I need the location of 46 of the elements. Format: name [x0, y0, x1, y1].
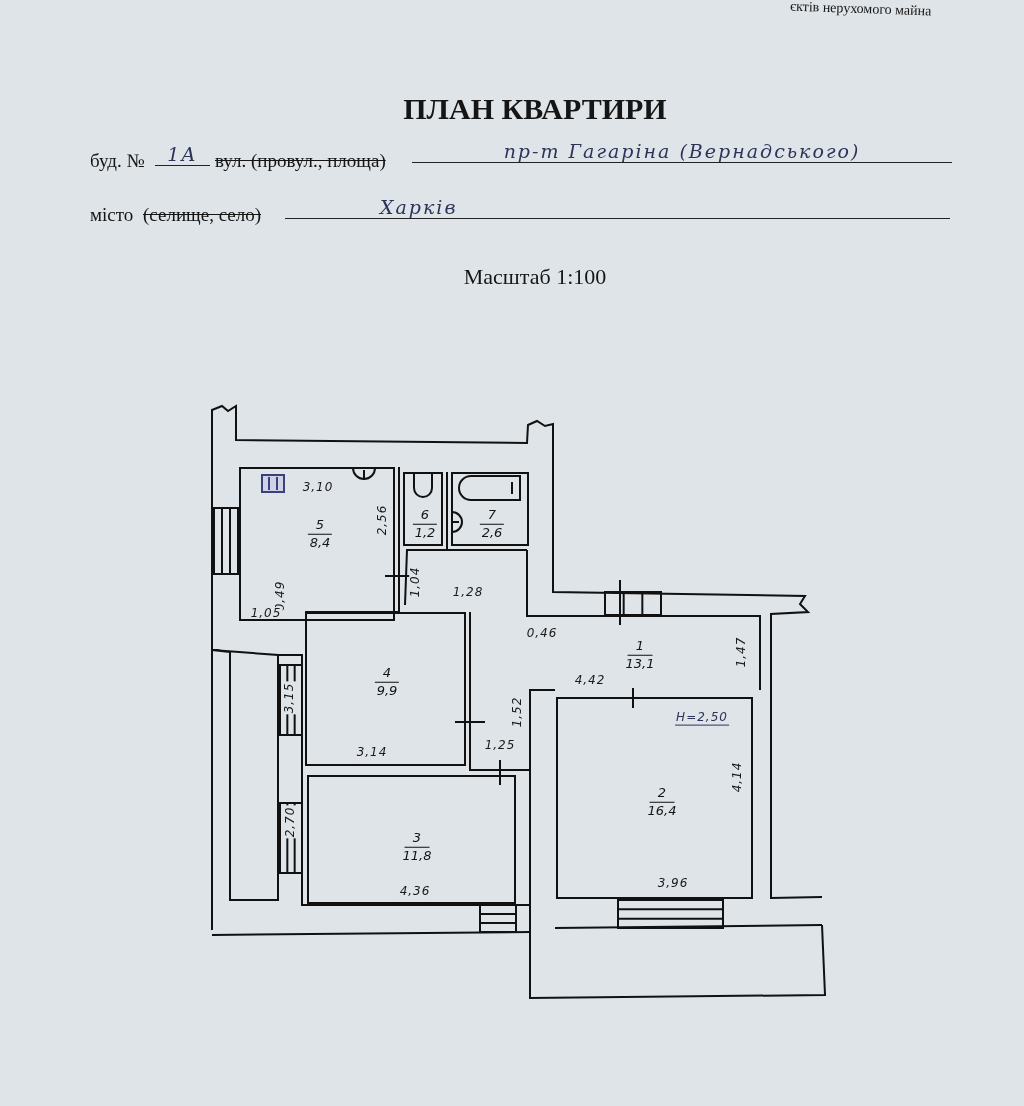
form-label: буд. №	[90, 150, 145, 172]
room-outline	[403, 472, 443, 546]
room-area: 8,4	[309, 534, 331, 552]
handwritten-entry: 1А	[155, 143, 210, 166]
dimension-label: 4,36	[398, 885, 432, 899]
ceiling-height: Н=2,50	[675, 710, 729, 726]
form-label: місто	[90, 204, 134, 226]
room-area: 1,2	[414, 524, 436, 542]
room-area: 13,1	[625, 655, 655, 673]
dimension-label: 1,52	[511, 695, 525, 729]
room-number: 1	[627, 637, 653, 656]
handwritten-entry: пр-т Гагаріна (Вернадського)	[412, 140, 952, 163]
room-number: 6	[412, 506, 438, 525]
dimension-label: 3,15	[283, 681, 297, 715]
room-area: 9,9	[376, 682, 398, 700]
room-area: 16,4	[647, 802, 677, 820]
room-number: 5	[307, 516, 333, 535]
dimension-label: 2,56	[376, 503, 390, 537]
struck-form-label: вул. (провул., площа)	[215, 150, 386, 172]
room-number: 4	[374, 664, 400, 683]
handwritten-entry: Харків	[285, 196, 950, 219]
dimension-label: 3,96	[656, 877, 690, 891]
dimension-label: 4,42	[573, 674, 607, 688]
dimension-label: 3,10	[301, 481, 335, 495]
room-outline	[239, 467, 395, 621]
dimension-label: 0,46	[525, 627, 559, 641]
dimension-label: 4,14	[731, 760, 745, 794]
room-outline	[451, 472, 529, 546]
dimension-label: 1,47	[735, 635, 749, 669]
struck-form-label: (селище, село)	[143, 204, 262, 226]
room-number: 3	[404, 829, 430, 848]
scale-note: Масштаб 1:100	[463, 264, 607, 290]
dimension-label: 1,28	[451, 586, 485, 600]
room-outline	[556, 697, 753, 899]
dimension-label: 3,14	[355, 746, 389, 760]
room-number: 2	[649, 784, 675, 803]
room-area: 11,8	[402, 847, 432, 865]
room-number: 7	[479, 506, 505, 525]
room-area: 2,6	[481, 524, 503, 542]
page-title: ПЛАН КВАРТИРИ	[403, 92, 667, 126]
dimension-label: 1,04	[409, 565, 423, 599]
room-outline	[305, 612, 466, 766]
room-outline	[307, 775, 516, 904]
header-note: єктів нерухомого майна	[789, 0, 932, 20]
dimension-label: 2,70	[284, 805, 298, 839]
dimension-label: 1,25	[483, 739, 517, 753]
